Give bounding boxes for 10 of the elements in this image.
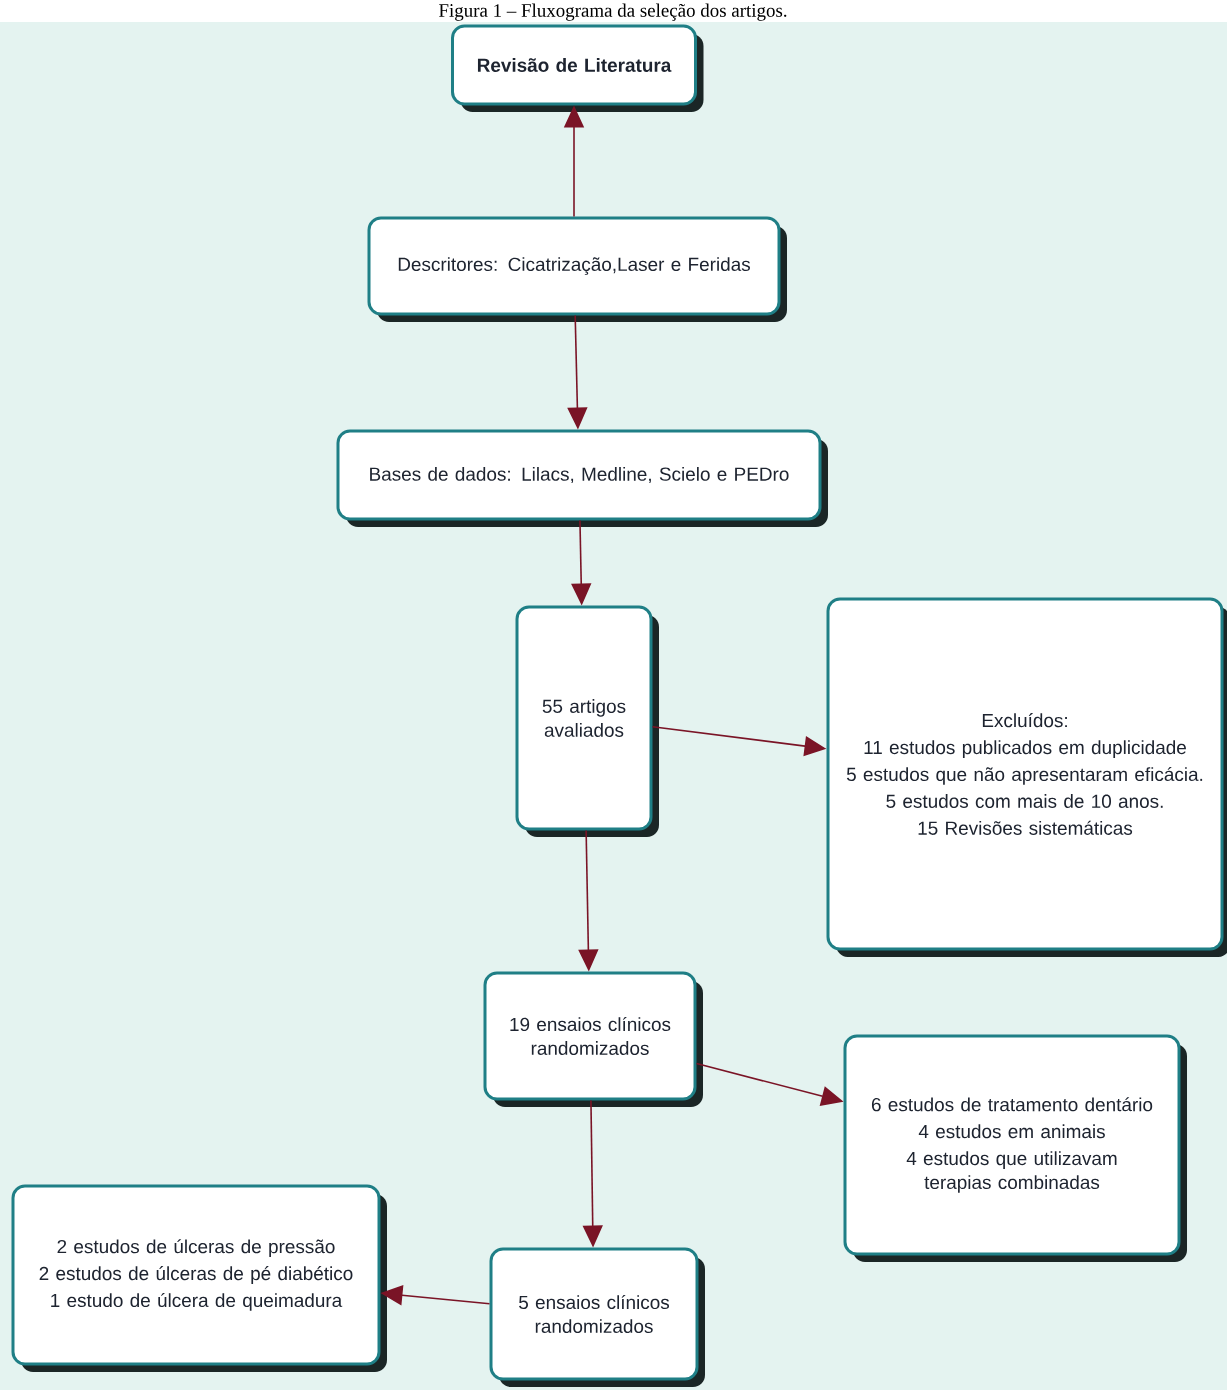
process-box: Bases de dados: Lilacs, Medline, Scielo e PEDro — [336, 429, 828, 527]
process-box: 55 artigos avaliados — [515, 605, 659, 837]
process-box: 2 estudos de úlceras de pressão 2 estudos de úlceras de pé diabético 1 estudo de úlcera de queimadura — [11, 1184, 387, 1372]
process-box: Descritores: Cicatrização,Laser e Feridas — [367, 216, 787, 322]
process-box: Excluídos: 11 estudos publicados em duplicidade 5 estudos que não apresentaram eficácia. 5 estudos com mais de 10 anos. 15 Revisões sistemáticas — [826, 597, 1227, 957]
process-box: Revisão de Literatura — [451, 24, 704, 112]
process-box: 19 ensaios clínicos randomizados — [483, 971, 703, 1107]
figure-title: Figura 1 – Fluxograma da seleção dos artigos. — [439, 3, 787, 21]
process-box: 6 estudos de tratamento dentário 4 estudos em animais 4 estudos que utilizavam terapias combinadas — [843, 1034, 1187, 1262]
process-box: 5 ensaios clínicos randomizados — [489, 1247, 705, 1387]
